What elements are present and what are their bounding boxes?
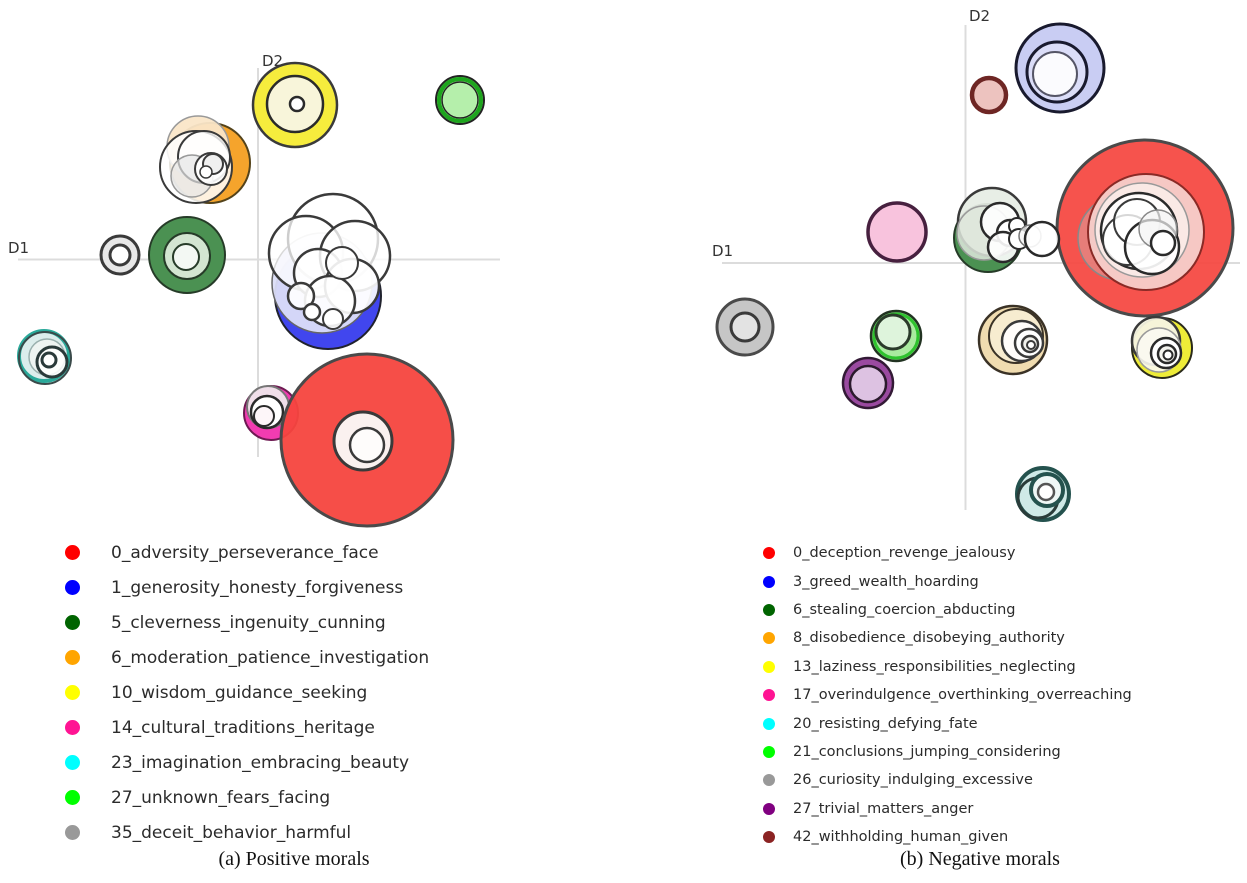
legend-label: 42_withholding_human_given [793,829,1009,846]
legend-marker-dot [763,603,775,616]
bubble-overlay-circle [1149,229,1177,257]
legend-label: 26_curiosity_indulging_excessive [793,772,1033,789]
legend-label: 8_disobedience_disobeying_authority [793,630,1065,647]
bubble-overlay-circle [40,351,58,369]
legend-item: 6_moderation_patience_investigation [65,640,429,675]
chart-negative: D1 D2 [712,7,1240,522]
bubble-42_withholding_human_given [969,75,1009,115]
legend-item: 26_curiosity_indulging_excessive [763,766,1132,794]
legend-item: 42_withholding_human_given [763,823,1132,851]
legend-item: 0_adversity_perseverance_face [65,535,429,570]
legend-item: 35_deceit_behavior_harmful [65,815,429,850]
legend-marker-dot [65,650,80,665]
legend-label: 6_stealing_coercion_abducting [793,601,1016,618]
legend-label: 27_trivial_matters_anger [793,800,974,817]
legend-marker-dot [65,545,80,560]
legend-marker-dot [763,831,775,844]
legend-marker-dot [65,685,80,700]
legend-marker-dot [65,615,80,630]
bubble-overlay-circle [729,311,761,343]
bubble-overlay-circle [437,77,483,123]
legend-label: 0_deception_revenge_jealousy [793,545,1016,562]
legend-marker-dot [65,720,80,735]
bubble-overlay-circle [172,243,200,271]
legend-item: 17_overindulgence_overthinking_overreach… [763,681,1132,709]
legend-label: 27_unknown_fears_facing [111,787,331,808]
legend-marker-dot [65,580,80,595]
bubble-overlay-circle [302,302,322,322]
legend-item: 13_laziness_responsibilities_neglecting [763,653,1132,681]
bubble-overlay-circle [322,308,344,330]
legend-negative-morals: 0_deception_revenge_jealousy 3_greed_weal… [763,539,1132,851]
legend-item: 21_conclusions_jumping_considering [763,738,1132,766]
legend-item: 5_cleverness_ingenuity_cunning [65,605,429,640]
legend-item: 1_generosity_honesty_forgiveness [65,570,429,605]
bubble-overlay-circle [288,95,306,113]
legend-item: 27_trivial_matters_anger [763,795,1132,823]
bubble-overlay-circle [874,313,912,351]
bubble-overlay-circle [1026,340,1036,350]
legend-label: 3_greed_wealth_hoarding [793,573,979,590]
legend-marker-dot [763,547,775,560]
legend-marker-dot [763,632,775,645]
bubble-overlay-circle [1032,51,1078,97]
legend-marker-dot [65,790,80,805]
legend-item: 20_resisting_defying_fate [763,709,1132,737]
x-axis-label: D1 [712,242,733,260]
legend-label: 17_overindulgence_overthinking_overreach… [793,687,1132,704]
legend-marker-dot [763,717,775,730]
bubble-overlay-circle [286,281,316,311]
legend-item: 10_wisdom_guidance_seeking [65,675,429,710]
legend-item: 3_greed_wealth_hoarding [763,567,1132,595]
legend-marker-dot [763,689,775,702]
legend-label: 23_imagination_embracing_beauty [111,752,410,773]
legend-item: 0_deception_revenge_jealousy [763,539,1132,567]
caption-positive-morals: (a) Positive morals [218,848,370,870]
legend-marker-dot [763,745,775,758]
bubble-overlay-circle [348,426,386,464]
legend-item: 27_unknown_fears_facing [65,780,429,815]
y-axis-label: D2 [969,7,990,25]
legend-label: 35_deceit_behavior_harmful [111,822,352,843]
legend-label: 13_laziness_responsibilities_neglecting [793,658,1076,675]
legend-marker-dot [763,774,775,787]
bubble-27_unknown_fears_facing [435,75,485,125]
legend-label: 21_conclusions_jumping_considering [793,743,1061,760]
legend-marker-dot [763,660,775,673]
legend-marker-dot [65,755,80,770]
caption-negative-morals: (b) Negative morals [900,848,1060,870]
legend-positive-morals: 0_adversity_perseverance_face 1_generosit… [65,535,429,850]
legend-label: 6_moderation_patience_investigation [111,647,430,668]
bubble-overlay-circle [108,243,132,267]
bubble-overlay-circle [199,165,213,179]
legend-label: 5_cleverness_ingenuity_cunning [111,612,386,633]
legend-item: 6_stealing_coercion_abducting [763,596,1132,624]
legend-label: 14_cultural_traditions_heritage [111,717,375,738]
legend-marker-dot [65,825,80,840]
bubble-overlay-circle [18,331,72,385]
bubble-overlay-circle [1036,482,1056,502]
bubble-overlay-circle [325,246,359,280]
legend-marker-dot [763,575,775,588]
legend-item: 8_disobedience_disobeying_authority [763,624,1132,652]
bubble-overlay-circle [1162,349,1174,361]
legend-label: 20_resisting_defying_fate [793,715,978,732]
legend-label: 0_adversity_perseverance_face [111,542,379,563]
legend-marker-dot [763,802,775,815]
bubble-overlay-circle [441,81,479,119]
bubble-overlay-circle [1023,220,1061,258]
x-axis-label: D1 [8,239,29,257]
legend-item: 14_cultural_traditions_heritage [65,710,429,745]
legend-item: 23_imagination_embracing_beauty [65,745,429,780]
legend-label: 10_wisdom_guidance_seeking [111,682,368,703]
bubble-overlay-circle [253,405,275,427]
bubble-overlay-circle [848,364,888,404]
bubble-17_overindulgence_overthinking_overreaching [866,201,928,263]
legend-label: 1_generosity_honesty_forgiveness [111,577,404,598]
